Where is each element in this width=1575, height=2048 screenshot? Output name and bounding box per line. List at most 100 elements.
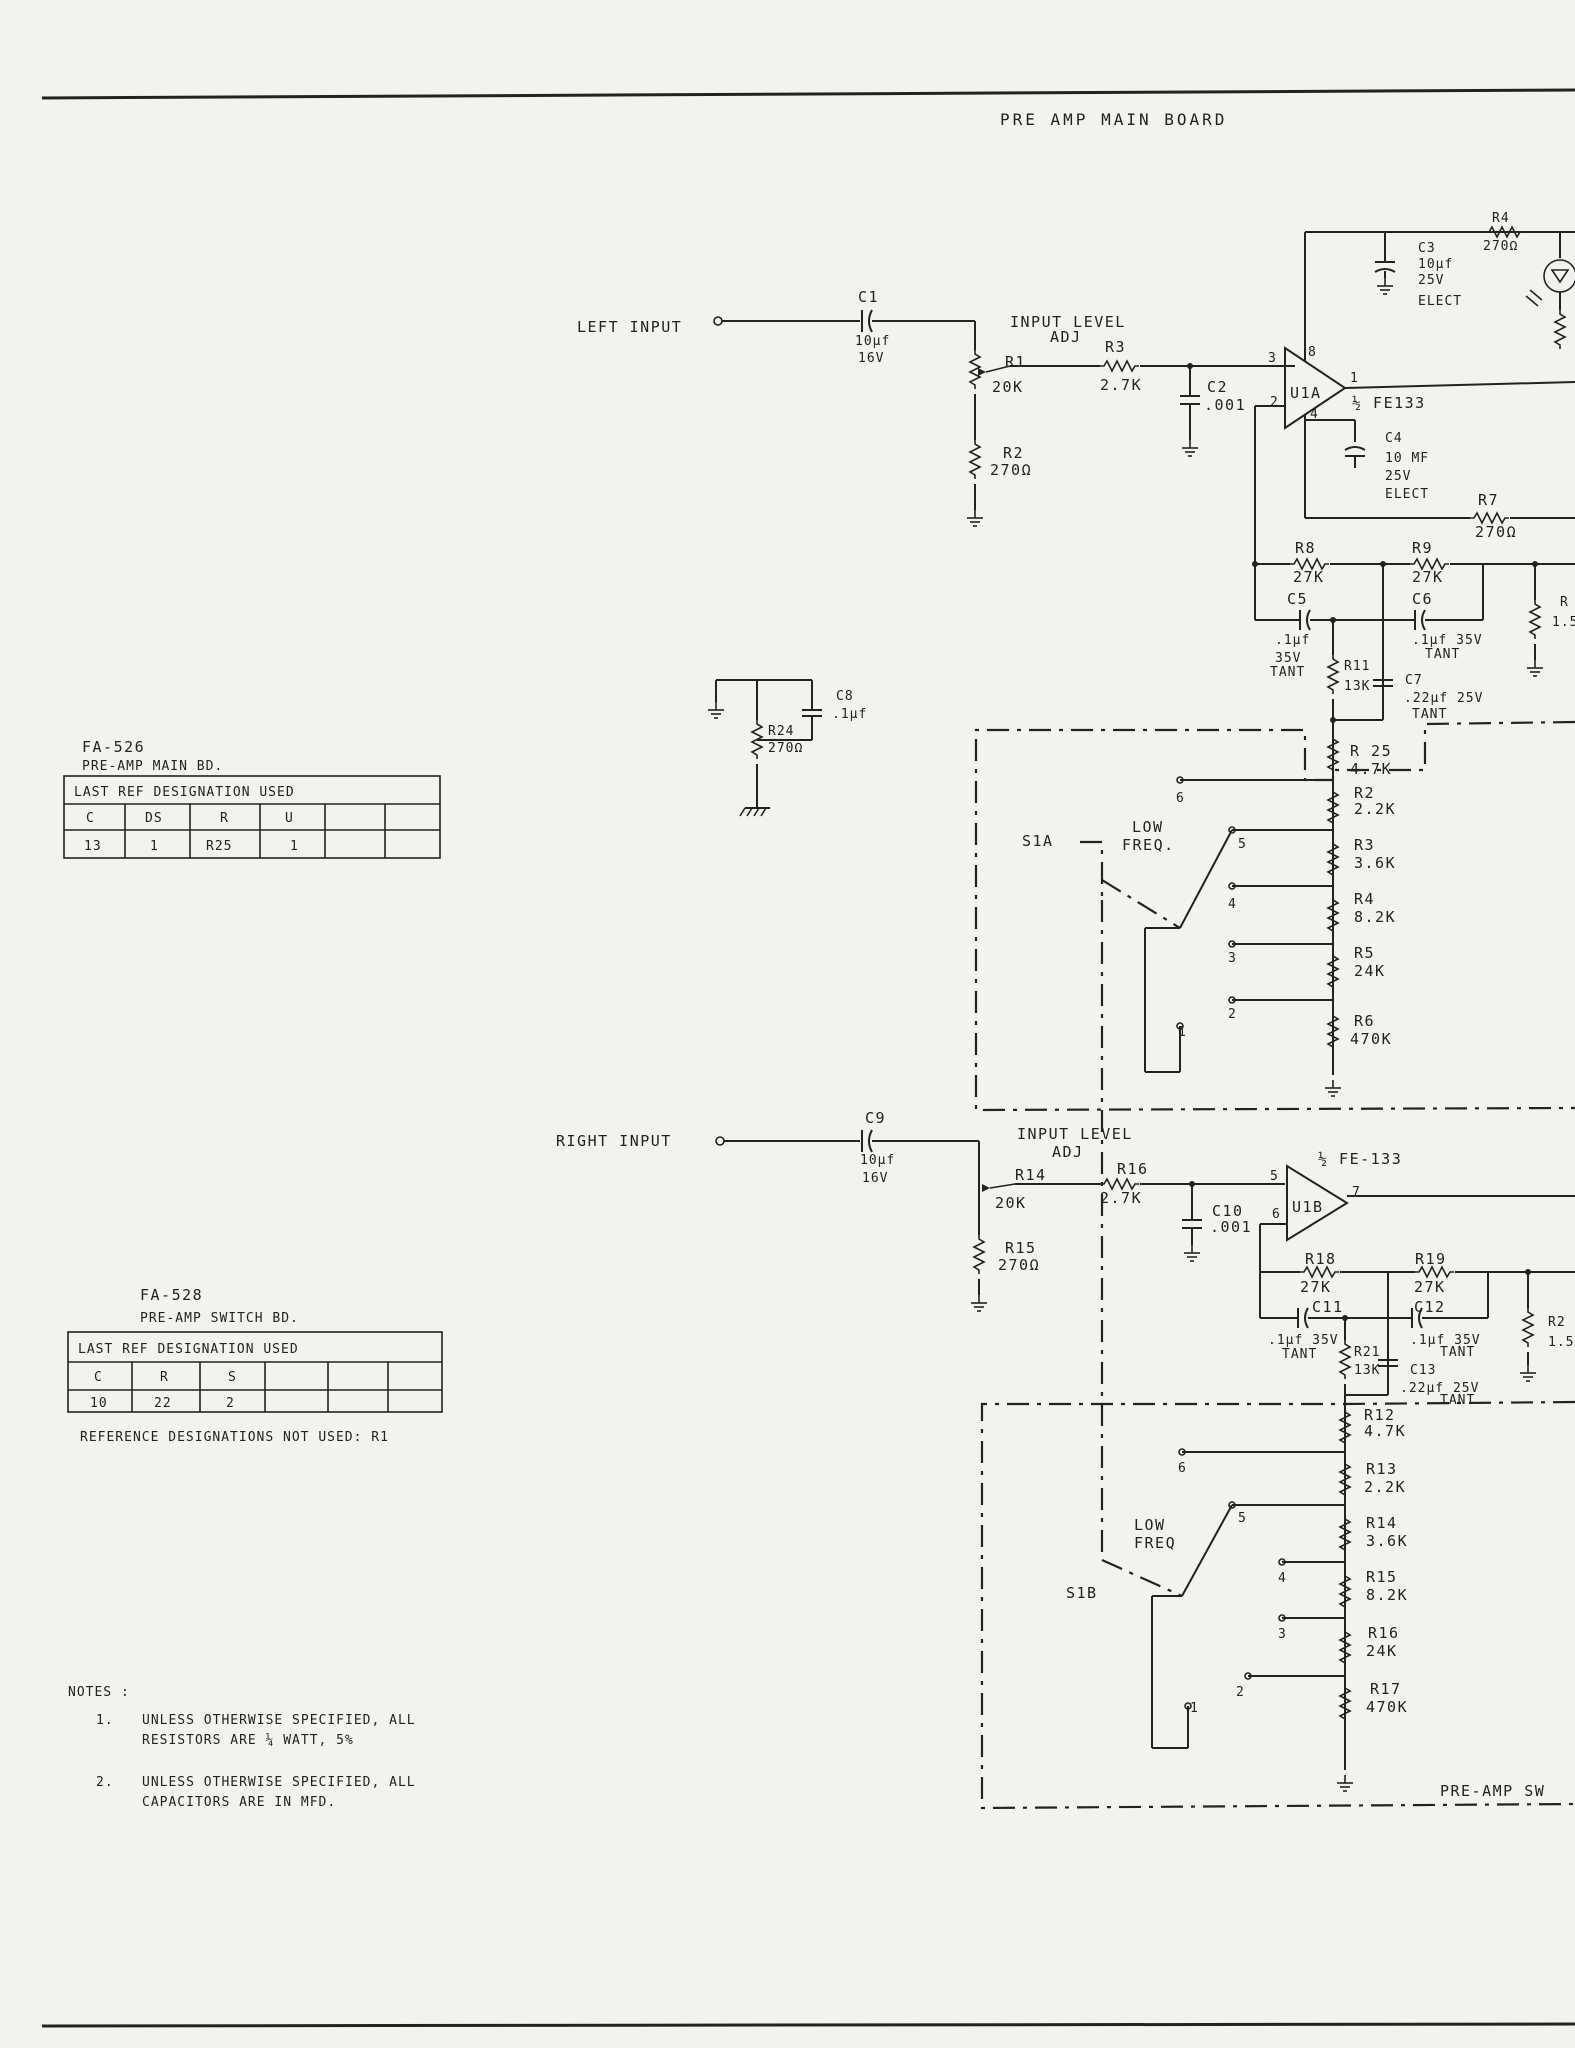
switch-board-label: PRE-AMP SW	[1440, 1782, 1545, 1800]
r8-value: 27K	[1293, 568, 1325, 586]
c3-value: 10µf	[1418, 257, 1453, 272]
fa526-header: LAST REF DESIGNATION USED	[74, 785, 295, 800]
u1b-ref: U1B	[1292, 1198, 1324, 1216]
r19-ref: R19	[1415, 1250, 1447, 1268]
fa526-col: C	[86, 811, 95, 826]
c3-type: ELECT	[1418, 294, 1462, 309]
r24-value: 270Ω	[768, 741, 803, 756]
switch-board-b	[980, 1110, 1575, 1810]
c5-value: .1µf	[1275, 633, 1310, 648]
s1b-res-val: 4.7K	[1364, 1422, 1406, 1440]
u1a-pin3: 3	[1268, 351, 1277, 366]
fa528-val: 10	[90, 1396, 108, 1411]
page-title: PRE AMP MAIN BOARD	[1000, 110, 1227, 129]
s1a-res-val: 2.2K	[1354, 800, 1396, 818]
c7-value: .22µf 25V	[1404, 691, 1483, 706]
s1b-label: S1B	[1066, 1584, 1098, 1602]
r18-value: 27K	[1300, 1278, 1332, 1296]
r21-value: 13K	[1354, 1363, 1380, 1378]
s1b-res-val: 24K	[1366, 1642, 1398, 1660]
fa526-col: R	[220, 811, 229, 826]
s1b-res-ref: R17	[1370, 1680, 1402, 1698]
c13-value: .22µf 25V	[1400, 1381, 1479, 1396]
s1b-low-label: LOW	[1134, 1516, 1166, 1534]
s1a-res-ref: R6	[1354, 1012, 1375, 1030]
c6-value: .1µf 35V	[1412, 633, 1483, 648]
r14-value: 20K	[995, 1194, 1027, 1212]
fa528-val: 22	[154, 1396, 172, 1411]
r7-value: 270Ω	[1475, 523, 1517, 541]
r9-value: 27K	[1412, 568, 1444, 586]
note-2-number: 2.	[96, 1775, 114, 1790]
r2-ref: R2	[1003, 444, 1024, 462]
c11-ref: C11	[1312, 1298, 1344, 1316]
c9-ref: C9	[865, 1109, 886, 1127]
r8-ref: R8	[1295, 539, 1316, 557]
c13-type: TANT	[1440, 1393, 1475, 1408]
fa528-col: C	[94, 1370, 103, 1385]
s1b-pos-2: 2	[1236, 1685, 1245, 1700]
s1a-pos-4: 4	[1228, 897, 1237, 912]
u1b-pin5: 5	[1270, 1169, 1279, 1184]
right-adj-label: INPUT LEVEL	[1017, 1125, 1133, 1143]
c9-voltage: 16V	[862, 1171, 888, 1186]
s1a-res-ref: R 25	[1350, 742, 1392, 760]
fa526-subtitle: PRE-AMP MAIN BD.	[82, 759, 223, 774]
s1a-res-ref: R2	[1354, 784, 1375, 802]
right-cut-resistor-ref: R2	[1548, 1315, 1566, 1330]
left-adj-label-2: ADJ	[1050, 328, 1082, 346]
s1a-freq-label: FREQ.	[1122, 836, 1175, 854]
u1a-pin8: 8	[1308, 345, 1317, 360]
u1b-pin6: 6	[1272, 1207, 1281, 1222]
r16-ref: R16	[1117, 1160, 1149, 1178]
c2-ref: C2	[1207, 378, 1228, 396]
note-2-line-2: CAPACITORS ARE IN MFD.	[142, 1795, 336, 1810]
c2-value: .001	[1204, 396, 1246, 414]
fa526-title: FA-526	[82, 738, 145, 756]
s1b-res-ref: R14	[1366, 1514, 1398, 1532]
r3-ref: R3	[1105, 338, 1126, 356]
c5-ref: C5	[1287, 590, 1308, 608]
left-channel-circuit	[713, 226, 1575, 745]
s1a-low-label: LOW	[1132, 818, 1164, 836]
s1a-pos-1: 1	[1178, 1025, 1187, 1040]
u1a-pin1: 1	[1350, 371, 1359, 386]
right-input-label: RIGHT INPUT	[556, 1132, 672, 1150]
r1-ref: R1	[1005, 353, 1026, 371]
s1a-pos-5: 5	[1238, 837, 1247, 852]
c8-value: .1µf	[832, 707, 867, 722]
c12-type: TANT	[1440, 1345, 1475, 1360]
fa526-col: U	[285, 811, 294, 826]
s1a-label: S1A	[1022, 832, 1054, 850]
fa526-table-grid	[63, 775, 441, 859]
s1b-pos-1: 1	[1190, 1701, 1199, 1716]
top-border-line	[41, 88, 1575, 100]
u1b-part: ½ FE-133	[1318, 1150, 1402, 1168]
right-channel-circuit	[715, 1129, 1575, 1396]
fa528-header: LAST REF DESIGNATION USED	[78, 1342, 299, 1357]
r19-value: 27K	[1414, 1278, 1446, 1296]
s1a-resistor-labels: R 25 4.7K R2 2.2K R3 3.6K R4 8.2K R5 24K…	[1350, 742, 1396, 1048]
u1a-pin4: 4	[1310, 407, 1319, 422]
fa526-val: R25	[206, 839, 232, 854]
s1a-res-ref: R3	[1354, 836, 1375, 854]
c7-ref: C7	[1405, 673, 1423, 688]
s1a-res-val: 4.7K	[1350, 760, 1392, 778]
c4-type: ELECT	[1385, 487, 1429, 502]
r14-ref: R14	[1015, 1166, 1047, 1184]
r15-ref: R15	[1005, 1239, 1037, 1257]
s1b-res-val: 2.2K	[1364, 1478, 1406, 1496]
c5-type: TANT	[1270, 665, 1305, 680]
s1b-res-val: 8.2K	[1366, 1586, 1408, 1604]
c10-ref: C10	[1212, 1202, 1244, 1220]
fa528-subtitle: PRE-AMP SWITCH BD.	[140, 1311, 299, 1326]
fa526-val: 13	[84, 839, 102, 854]
r9-ref: R9	[1412, 539, 1433, 557]
left-adj-label: INPUT LEVEL	[1010, 313, 1126, 331]
c4-voltage: 25V	[1385, 469, 1411, 484]
c11-value: .1µf 35V	[1268, 1333, 1339, 1348]
s1b-positions: 6 5 4 3 2 1	[1178, 1461, 1286, 1716]
c1-value: 10µf	[855, 334, 890, 349]
c5-voltage: 35V	[1275, 651, 1301, 666]
